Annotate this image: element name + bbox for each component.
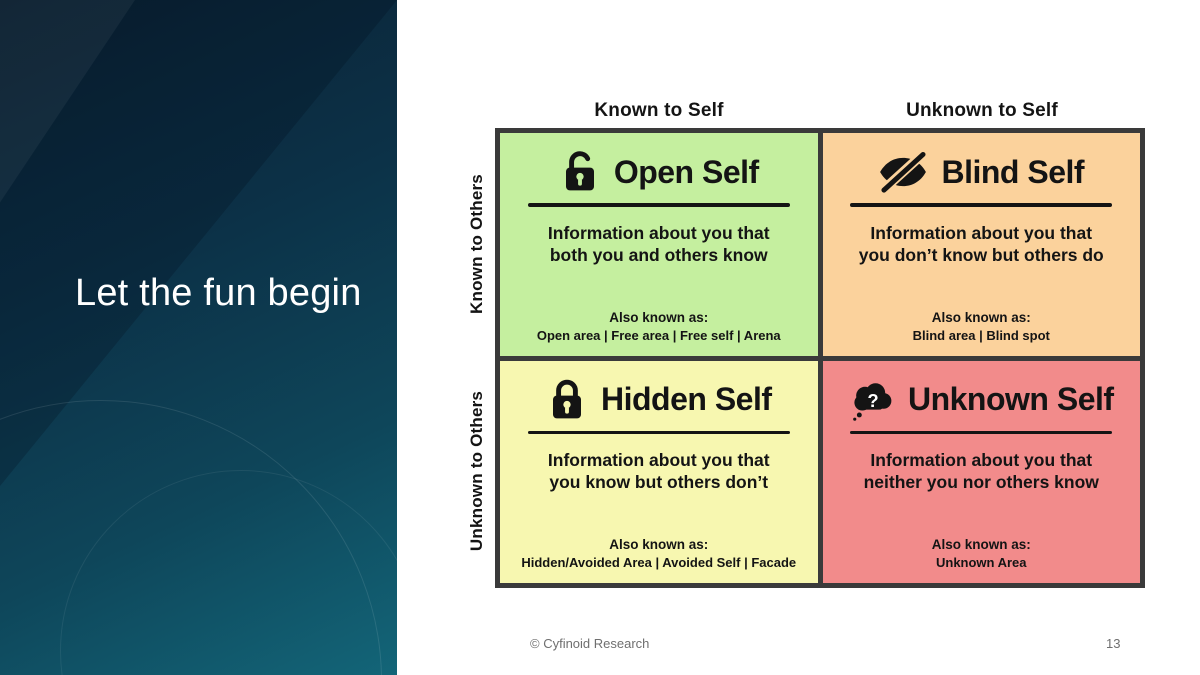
slide-title: Let the fun begin	[75, 272, 362, 314]
footer-copyright: © Cyfinoid Research	[530, 636, 650, 651]
quadrant-aliases: Unknown Area	[935, 555, 1027, 570]
row-header-known-to-others: Known to Others	[467, 174, 486, 314]
also-known-as-label: Also known as:	[609, 537, 709, 552]
title-panel: Let the fun begin	[0, 0, 397, 675]
quadrant-title: Open Self	[613, 153, 759, 190]
quadrant-open-self: Open Self Information about you that bot…	[500, 133, 818, 356]
question-cloud-icon: ?	[849, 378, 895, 422]
quadrant-description: Information about you that you don’t kno…	[858, 222, 1104, 265]
also-known-as-label: Also known as:	[609, 309, 709, 325]
johari-window-grid: Open Self Information about you that bot…	[495, 128, 1145, 588]
quadrant-aliases: Hidden/Avoided Area | Avoided Self | Fac…	[521, 555, 797, 570]
column-header-known-to-self: Known to Self	[594, 100, 724, 121]
quadrant-title: Unknown Self	[907, 381, 1114, 417]
quadrant-title: Blind Self	[941, 153, 1085, 190]
title-underline	[527, 430, 790, 434]
quadrant-title: Hidden Self	[600, 381, 772, 417]
open-self-title-row: Open Self	[559, 148, 759, 196]
title-underline	[850, 430, 1113, 434]
svg-text:?: ?	[867, 389, 878, 410]
page-number: 13	[1106, 636, 1121, 651]
quadrant-unknown-self: ? Unknown Self Information about you tha…	[822, 360, 1140, 583]
also-known-as-label: Also known as:	[931, 309, 1031, 325]
quadrant-description: Information about you that neither you n…	[863, 450, 1099, 493]
quadrant-aliases: Open area | Free area | Free self | Aren…	[536, 327, 781, 343]
hidden-self-title-row: Hidden Self	[546, 376, 772, 424]
eye-slash-icon	[878, 151, 928, 193]
title-underline	[527, 203, 790, 207]
title-underline	[850, 203, 1113, 207]
quadrant-description: Information about you that both you and …	[547, 222, 770, 265]
row-header-unknown-to-others: Unknown to Others	[467, 390, 486, 552]
open-lock-icon	[559, 149, 601, 195]
also-known-as-label: Also known as:	[931, 537, 1031, 552]
quadrant-description: Information about you that you know but …	[547, 450, 770, 493]
quadrant-blind-self: Blind Self Information about you that yo…	[822, 133, 1140, 356]
quadrant-aliases: Blind area | Blind spot	[912, 327, 1050, 343]
column-header-unknown-to-self: Unknown to Self	[906, 100, 1058, 121]
quadrant-hidden-self: Hidden Self Information about you that y…	[500, 360, 818, 583]
unknown-self-title-row: ? Unknown Self	[849, 376, 1114, 424]
closed-lock-icon	[546, 377, 588, 423]
blind-self-title-row: Blind Self	[878, 148, 1085, 196]
